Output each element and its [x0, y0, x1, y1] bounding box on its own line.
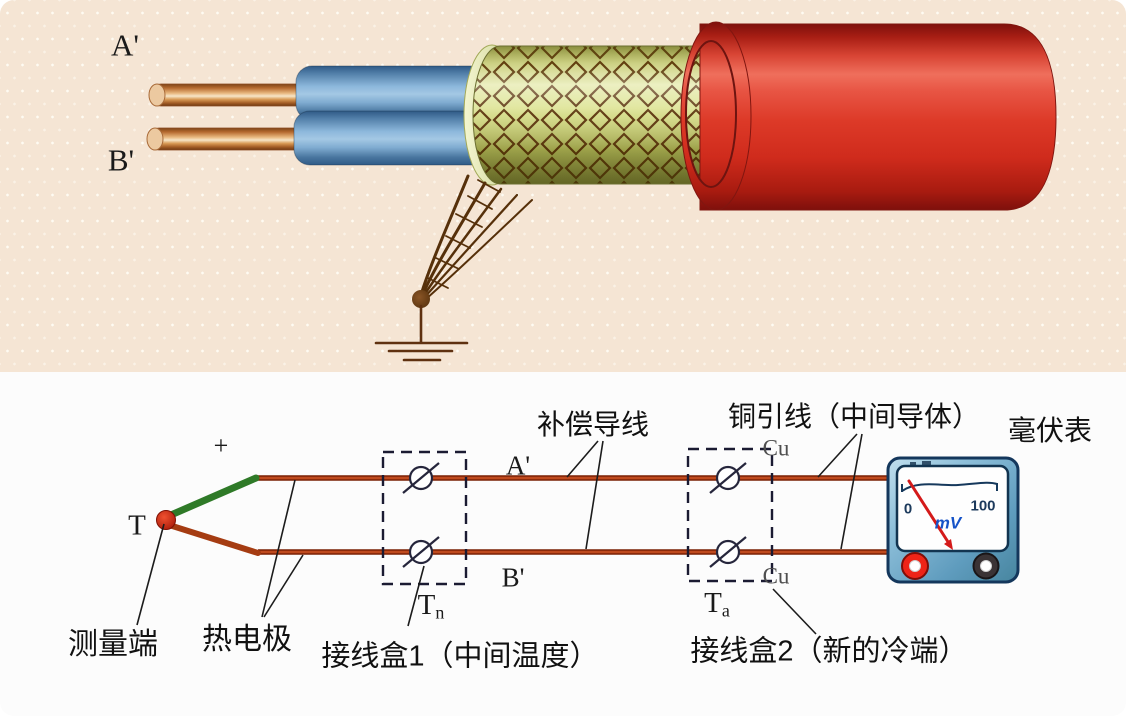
meter-terminal-black — [972, 552, 1000, 580]
cable-illustration-art — [146, 21, 1057, 362]
temp-label-tn: Tn — [417, 588, 445, 623]
meter-face — [895, 464, 1010, 553]
hot-junction-label-t: T — [128, 509, 146, 542]
millivoltmeter — [886, 456, 1020, 584]
cable-label-a-prime: A' — [111, 27, 139, 63]
cable-label-b-prime: B' — [107, 142, 135, 178]
callout-thermo-electrodes: 热电极 — [202, 623, 292, 656]
plus-sign: + — [213, 431, 229, 460]
meter-needle — [907, 479, 953, 550]
junction-box1-outline — [381, 450, 468, 586]
electrode-negative-brown — [163, 521, 261, 556]
tn-main: T — [417, 588, 436, 621]
tn-sub: n — [435, 602, 445, 623]
callout-pointer-lines — [136, 433, 863, 635]
meter-scale-max: 100 — [970, 497, 996, 515]
wire-label-a-prime: A' — [505, 450, 531, 481]
wire-label-b-prime: B' — [501, 562, 525, 593]
callout-copper-lead: 铜引线（中间导体） — [727, 401, 981, 432]
meter-terminal-red — [901, 552, 929, 580]
circuit-wires — [257, 475, 888, 555]
red-jacket-end-ring — [680, 21, 752, 211]
meter-scale-arc — [901, 481, 998, 492]
cu-label-top: Cu — [762, 435, 790, 461]
ta-sub: a — [721, 600, 730, 621]
junction-box2-outline — [686, 447, 774, 583]
cable-illustration-panel: A' B' — [0, 0, 1126, 372]
ta-main: T — [704, 586, 722, 619]
circuit-diagram-panel — [0, 372, 1126, 716]
braided-shield — [472, 45, 741, 185]
caption-junction-box1: 接线盒1（中间温度） — [321, 640, 599, 673]
terminal-symbols — [402, 462, 747, 568]
ground-symbol — [374, 290, 469, 362]
cu-label-bottom: Cu — [762, 563, 790, 589]
copper-conductor-b — [146, 127, 311, 151]
hot-junction-dot — [156, 510, 176, 530]
shield-drain-braid — [419, 174, 533, 300]
copper-conductor-a — [148, 83, 315, 107]
circuit-diagram-art — [136, 433, 1020, 635]
electrode-positive-green — [160, 474, 260, 522]
callout-compensation-wire: 补偿导线 — [536, 409, 650, 440]
red-jacket-body — [699, 23, 1057, 211]
callout-millivoltmeter: 毫伏表 — [1007, 415, 1093, 446]
meter-unit: mV — [934, 513, 962, 533]
callout-measuring-end: 测量端 — [68, 628, 158, 661]
temp-label-ta: Ta — [704, 586, 730, 621]
caption-junction-box2: 接线盒2（新的冷端） — [690, 635, 968, 668]
meter-scale-min: 0 — [903, 500, 913, 518]
